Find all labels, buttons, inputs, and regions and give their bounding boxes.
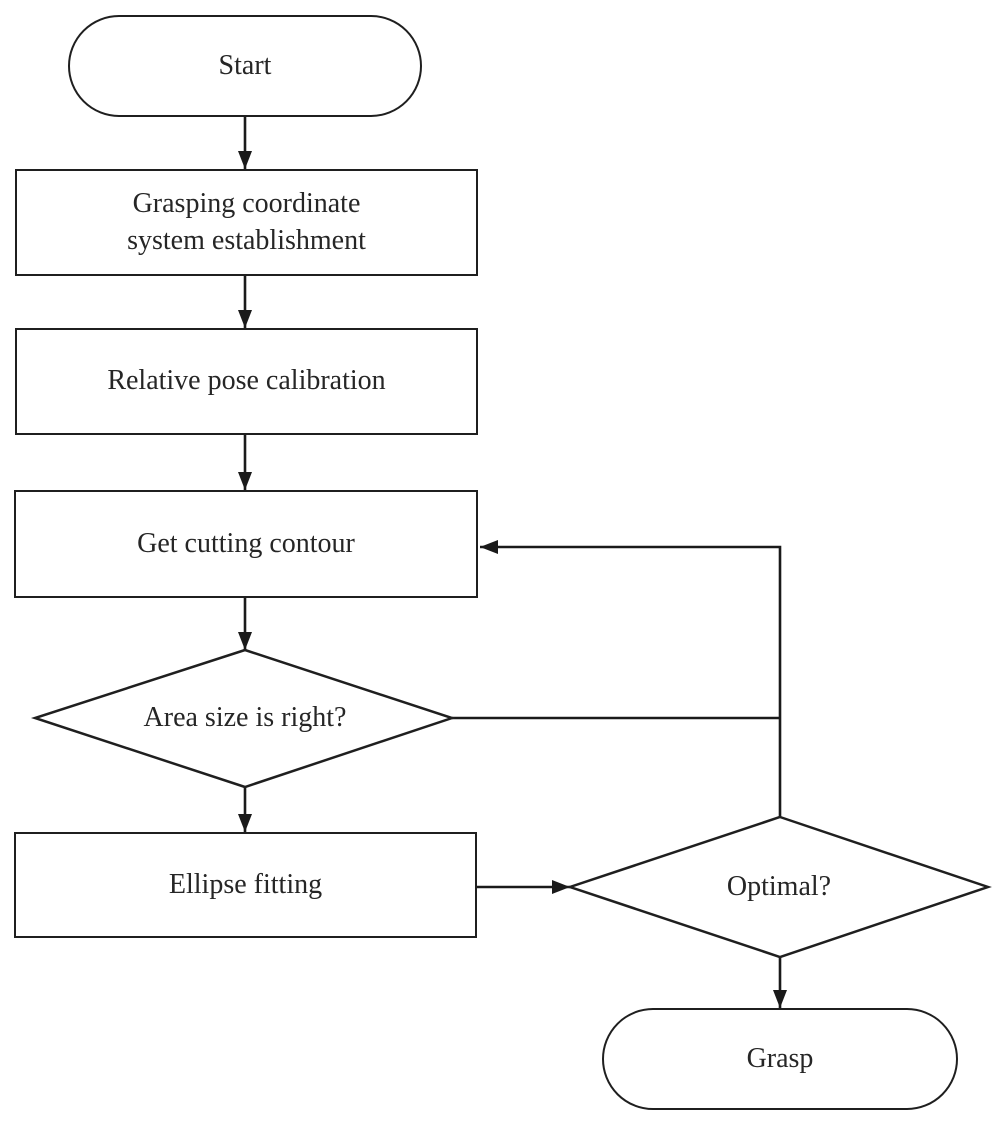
node-grasp-label: Grasp (746, 1042, 814, 1074)
node-grasping-coordinate-system-establishment: Grasping coordinate system establishment (15, 169, 478, 276)
node-start-label: Start (218, 49, 272, 81)
optimal-decision-label: Optimal? (726, 871, 832, 902)
node-grasp: Grasp (602, 1008, 958, 1110)
node-ellipse-fitting-label: Ellipse fitting (168, 868, 323, 900)
connector-feedback-to-get-contour (480, 540, 782, 817)
area-size-decision-shape (30, 648, 456, 789)
node-start: Start (68, 15, 422, 117)
node-grasping-label: Grasping coordinate system establishment (127, 187, 366, 256)
node-get-contour-label: Get cutting contour (137, 527, 355, 559)
node-get-cutting-contour: Get cutting contour (14, 490, 478, 598)
node-relative-pose-calibration: Relative pose calibration (15, 328, 478, 435)
node-area-size-decision: Area size is right? (83, 696, 407, 740)
area-size-decision-label: Area size is right? (143, 702, 347, 733)
optimal-decision-shape (566, 815, 992, 959)
node-relative-pose-label: Relative pose calibration (107, 365, 386, 397)
node-ellipse-fitting: Ellipse fitting (14, 832, 477, 938)
node-optimal-decision: Optimal? (629, 865, 929, 909)
